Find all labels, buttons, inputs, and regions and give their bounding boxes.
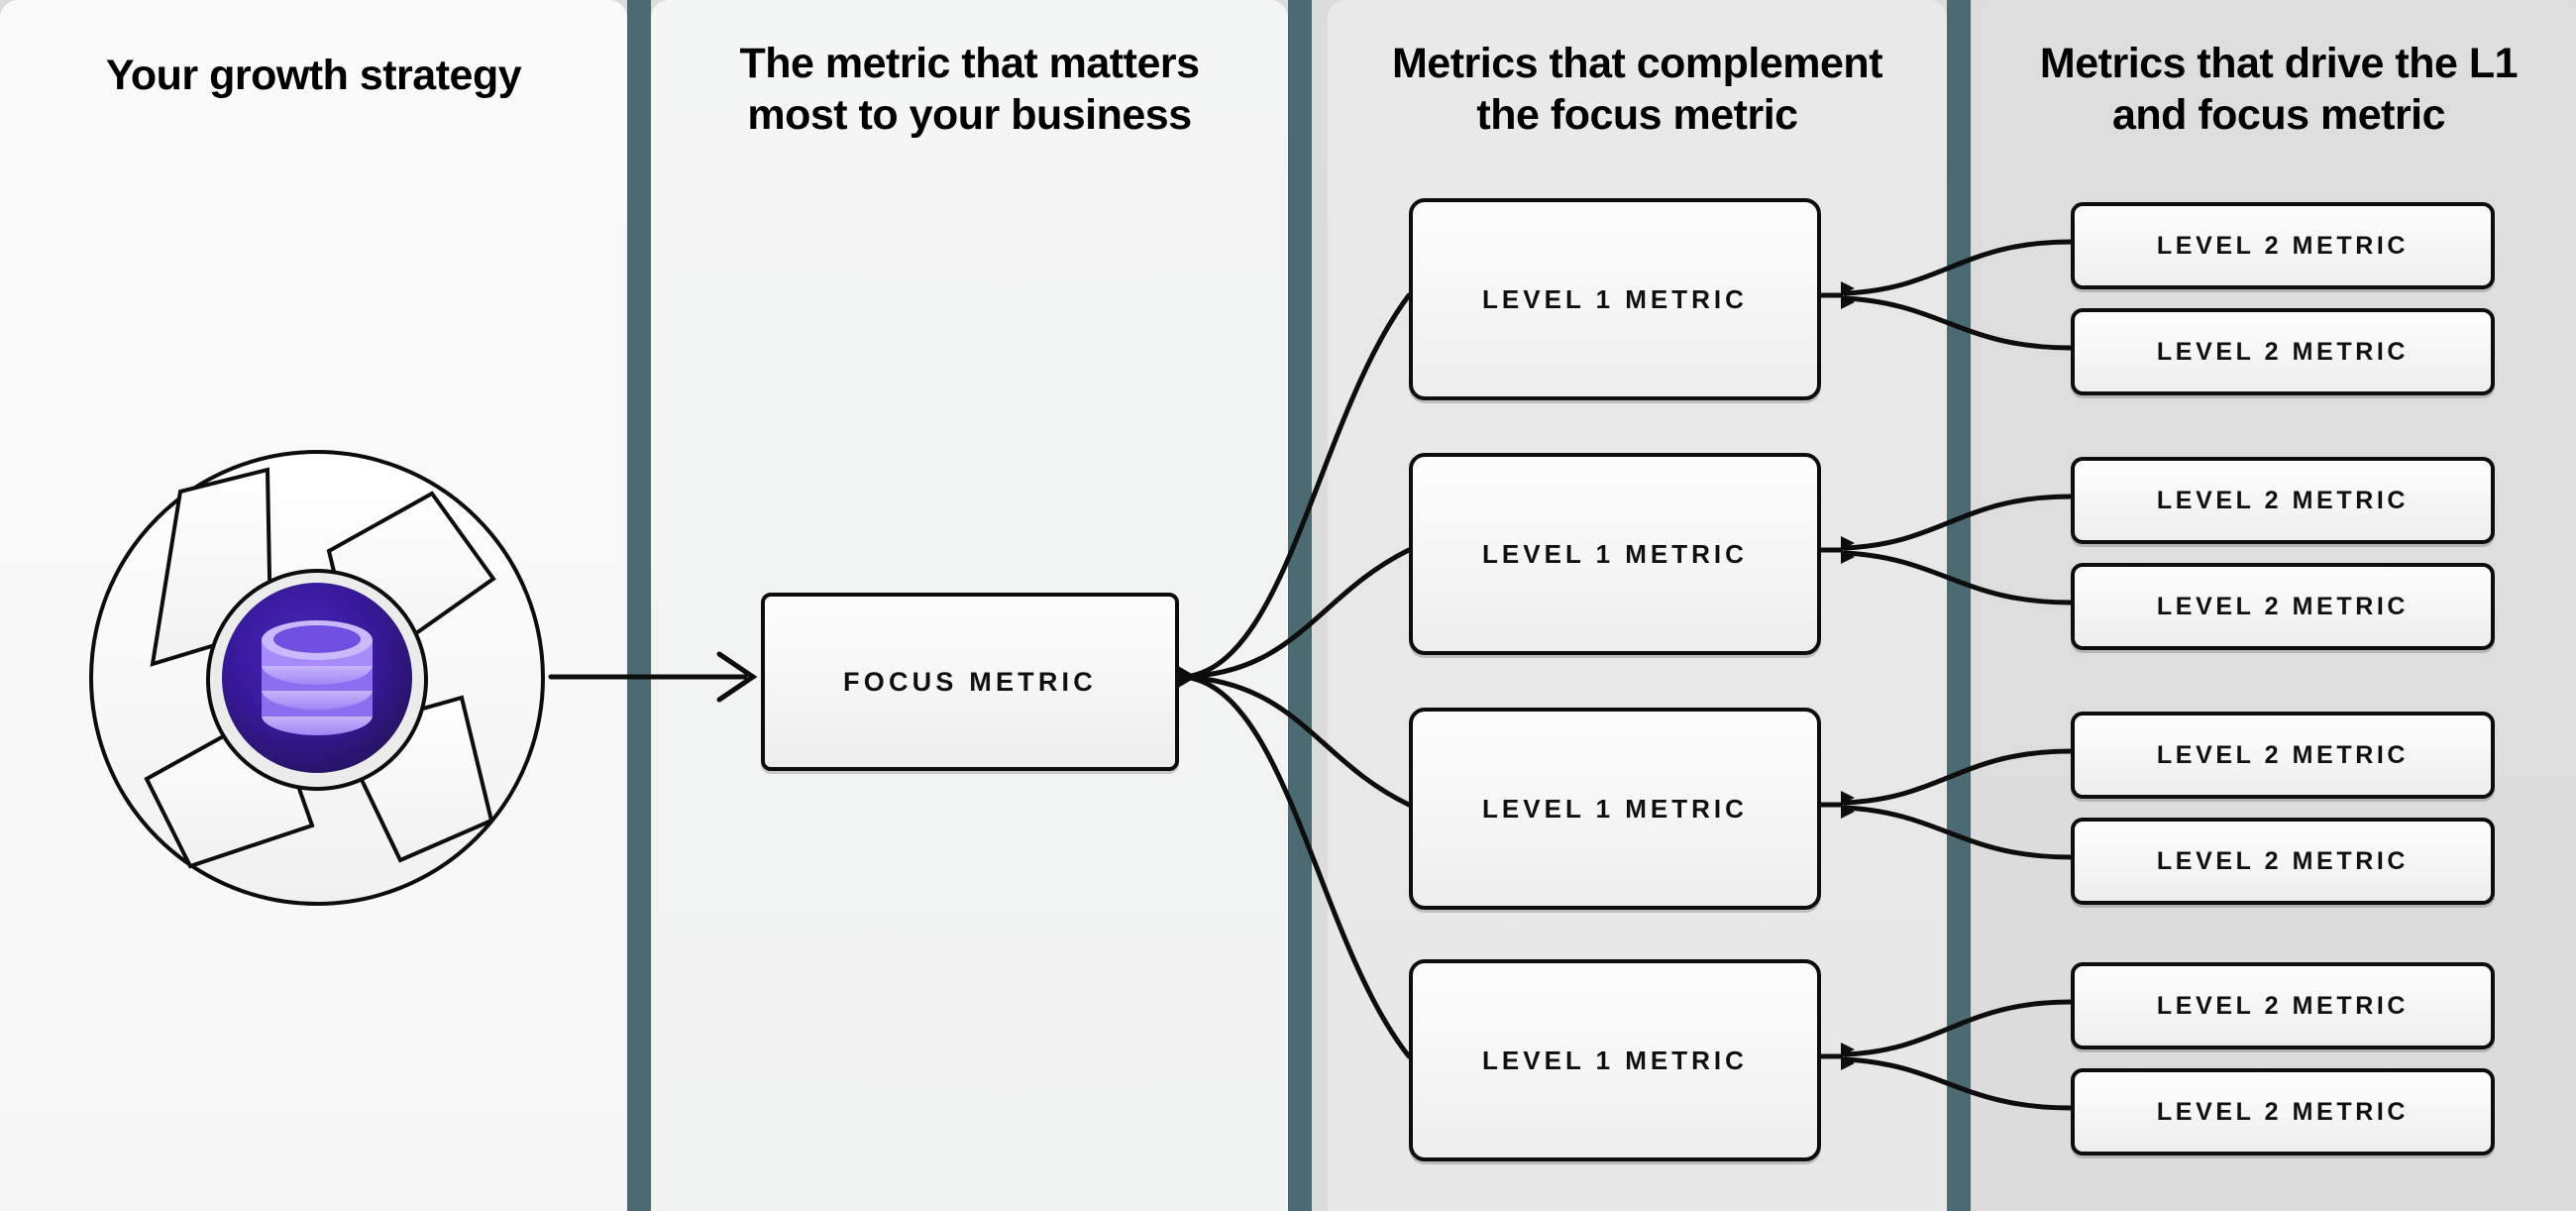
node-level1-metric-1-label: LEVEL 1 METRIC [1482,283,1748,314]
node-level1-metric-2[interactable]: LEVEL 1 METRIC [1409,453,1821,655]
node-level2-metric-4[interactable]: LEVEL 2 METRIC [2071,563,2495,650]
node-level2-metric-2-label: LEVEL 2 METRIC [2156,337,2410,366]
node-focus-metric-label: FOCUS METRIC [843,666,1097,697]
node-focus-metric[interactable]: FOCUS METRIC [761,593,1179,771]
node-level2-metric-7-label: LEVEL 2 METRIC [2156,991,2410,1020]
node-level1-metric-4-label: LEVEL 1 METRIC [1482,1045,1748,1075]
node-level2-metric-3[interactable]: LEVEL 2 METRIC [2071,457,2495,544]
node-level1-metric-3-label: LEVEL 1 METRIC [1482,793,1748,824]
node-level2-metric-5[interactable]: LEVEL 2 METRIC [2071,712,2495,799]
node-level2-metric-7[interactable]: LEVEL 2 METRIC [2071,962,2495,1049]
node-level2-metric-1-label: LEVEL 2 METRIC [2156,231,2410,260]
column-divider-3 [1947,0,1971,1211]
node-level2-metric-4-label: LEVEL 2 METRIC [2156,592,2410,620]
node-level2-metric-6[interactable]: LEVEL 2 METRIC [2071,818,2495,905]
node-level2-metric-3-label: LEVEL 2 METRIC [2156,486,2410,514]
node-level2-metric-1[interactable]: LEVEL 2 METRIC [2071,202,2495,289]
node-level2-metric-8-label: LEVEL 2 METRIC [2156,1097,2410,1126]
column-title-growth-strategy: Your growth strategy [105,52,522,99]
column-divider-1 [627,0,651,1211]
database-icon [262,620,373,735]
node-level1-metric-1[interactable]: LEVEL 1 METRIC [1409,198,1821,400]
column-title-driver-metrics: Metrics that drive the L1 and focus metr… [2039,40,2519,140]
node-level1-metric-3[interactable]: LEVEL 1 METRIC [1409,708,1821,910]
column-title-complement-metrics: Metrics that complement the focus metric [1391,40,1883,140]
node-level1-metric-4[interactable]: LEVEL 1 METRIC [1409,959,1821,1161]
node-level2-metric-5-label: LEVEL 2 METRIC [2156,740,2410,769]
node-level2-metric-6-label: LEVEL 2 METRIC [2156,846,2410,875]
node-level1-metric-2-label: LEVEL 1 METRIC [1482,538,1748,569]
node-level2-metric-8[interactable]: LEVEL 2 METRIC [2071,1068,2495,1156]
column-title-focus-metric: The metric that matters most to your bus… [739,40,1200,140]
growth-strategy-emblem [89,450,545,906]
column-divider-2 [1288,0,1312,1211]
node-level2-metric-2[interactable]: LEVEL 2 METRIC [2071,308,2495,395]
